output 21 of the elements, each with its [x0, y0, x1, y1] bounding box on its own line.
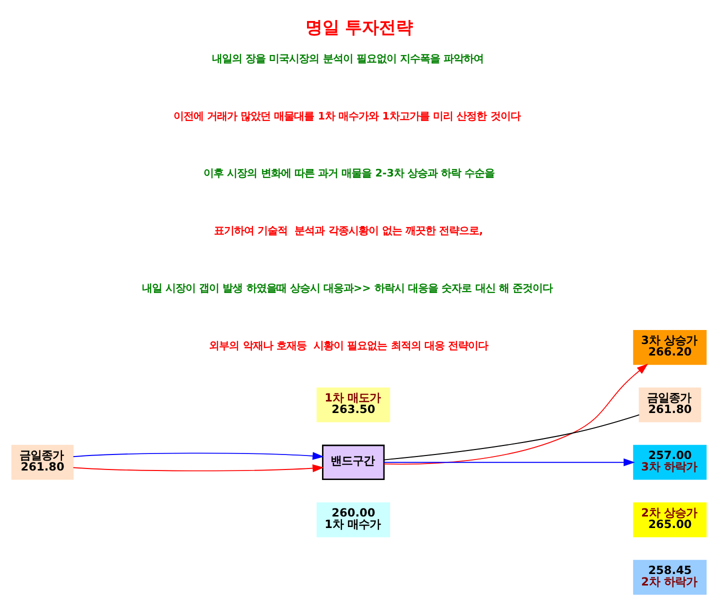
node-box: 2차 상승가 265.00	[633, 502, 707, 537]
arrow	[384, 458, 635, 466]
arrow	[384, 363, 648, 464]
node-box: 258.45 2차 하락가	[633, 559, 707, 594]
diagram-title: 명일 투자전략	[305, 16, 414, 37]
node-box: 260.00 1차 매수가	[316, 502, 390, 537]
node-box: 3차 상승가 266.20	[633, 330, 707, 364]
node-box: 금일종가 261.80	[11, 444, 74, 480]
connector	[384, 414, 640, 460]
arrow	[72, 452, 324, 460]
label: 이전에 거래가 많았던 매물대를 1차 매수가와 1차고가를 미리 산정한 것이다	[173, 110, 520, 122]
label: 이후 시장의 변화에 따른 과거 매물을 2-3차 상승과 하락 수순을	[204, 167, 495, 180]
arrow	[72, 464, 324, 472]
label: 표기하여 기술적 분석과 각종시황이 없는 깨끗한 전략으로,	[214, 224, 484, 237]
label: 내일 시장이 갭이 발생 하였을때 상승시 대응과>> 하락시 대응을 숫자로 대신 해 준것이다	[142, 282, 553, 294]
node-box: 밴드구간	[322, 444, 385, 480]
node-box: 1차 매도가 263.50	[316, 386, 390, 422]
label: 외부의 악재나 호재등 시황이 필요없는 최적의 대응 전략이다	[209, 340, 488, 352]
node-box: 금일종가 261.80	[638, 386, 701, 422]
label: 내일의 장을 미국시장의 분석이 필요없이 지수폭을 파악하여	[212, 52, 484, 64]
node-box: 257.00 3차 하락가	[633, 444, 707, 480]
